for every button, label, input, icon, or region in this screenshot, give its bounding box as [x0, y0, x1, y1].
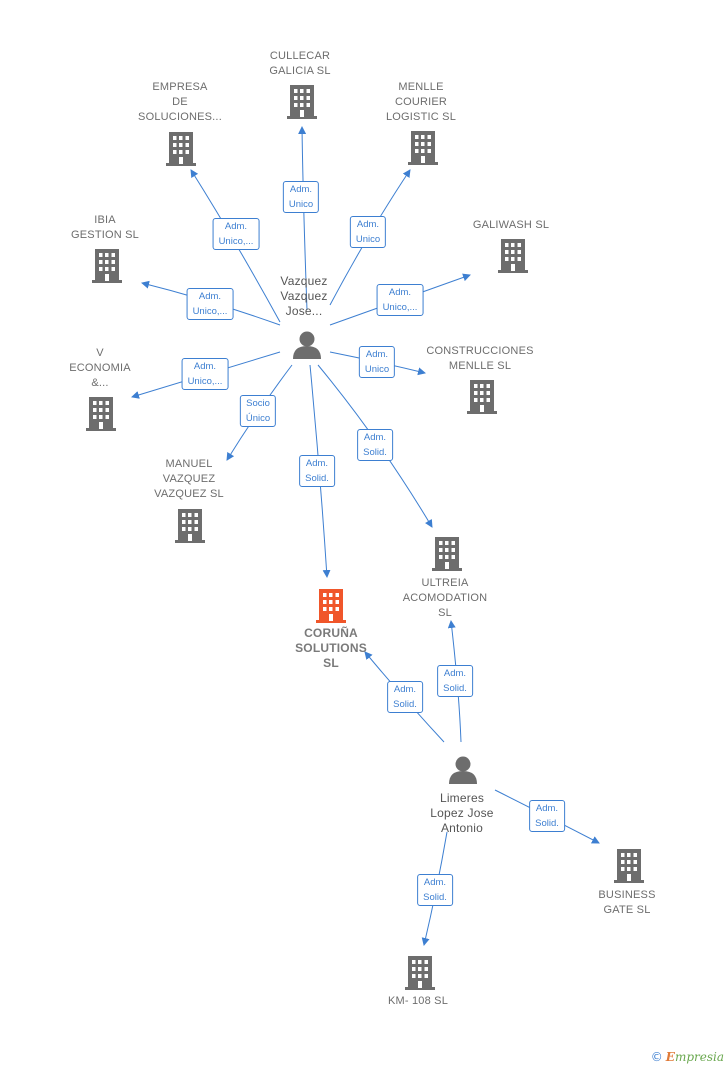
role-label[interactable]: Adm. Solid.: [417, 874, 453, 906]
company-name-label[interactable]: CORUÑA SOLUTIONS SL: [295, 626, 367, 670]
building-icon[interactable]: [166, 132, 196, 166]
role-label[interactable]: Adm. Unico: [282, 181, 320, 213]
role-label[interactable]: Adm. Solid.: [299, 455, 335, 487]
building-icon[interactable]: [467, 380, 497, 414]
building-icon[interactable]: [86, 397, 116, 431]
company-name-label[interactable]: V ECONOMIA &...: [69, 347, 131, 389]
role-label[interactable]: Adm. Unico,...: [376, 284, 424, 316]
building-icon[interactable]: [316, 589, 346, 623]
company-name-label[interactable]: BUSINESS GATE SL: [598, 889, 656, 916]
company-name-label[interactable]: CULLECAR GALICIA SL: [269, 50, 331, 77]
building-icon[interactable]: [498, 239, 528, 273]
building-icon[interactable]: [405, 956, 435, 990]
copyright-icon: ©: [650, 1050, 663, 1064]
role-label[interactable]: Adm. Unico: [349, 216, 387, 248]
building-icon[interactable]: [614, 849, 644, 883]
building-icon[interactable]: [432, 537, 462, 571]
company-name-label[interactable]: GALIWASH SL: [472, 219, 550, 231]
building-icon[interactable]: [408, 131, 438, 165]
person-icon[interactable]: [449, 756, 477, 785]
role-label[interactable]: Socio Único: [239, 395, 277, 427]
company-name-label[interactable]: IBIA GESTION SL: [70, 214, 140, 241]
company-name-label[interactable]: KM- 108 SL: [387, 995, 449, 1007]
building-icon[interactable]: [175, 509, 205, 543]
empresia-logo: ©Empresia: [650, 1050, 724, 1064]
role-label[interactable]: Adm. Unico,...: [186, 288, 234, 320]
role-label[interactable]: Adm. Unico: [358, 346, 396, 378]
role-label[interactable]: Adm. Unico,...: [181, 358, 229, 390]
building-icon[interactable]: [287, 85, 317, 119]
role-label[interactable]: Adm. Solid.: [357, 429, 393, 461]
person-icon[interactable]: [293, 331, 321, 360]
role-label[interactable]: Adm. Solid.: [437, 665, 473, 697]
role-label[interactable]: Adm. Unico,...: [212, 218, 260, 250]
company-name-label[interactable]: ULTREIA ACOMODATION SL: [402, 577, 488, 619]
company-name-label[interactable]: MENLLE COURIER LOGISTIC SL: [385, 81, 457, 123]
role-label[interactable]: Adm. Solid.: [529, 800, 565, 832]
person-name-label[interactable]: Vazquez Vazquez Jose...: [280, 274, 328, 318]
person-name-label[interactable]: Limeres Lopez Jose Antonio: [430, 791, 494, 835]
building-icon[interactable]: [92, 249, 122, 283]
role-label[interactable]: Adm. Solid.: [387, 681, 423, 713]
company-name-label[interactable]: EMPRESA DE SOLUCIONES...: [138, 81, 222, 123]
company-name-label[interactable]: MANUEL VAZQUEZ VAZQUEZ SL: [154, 458, 224, 500]
company-name-label[interactable]: CONSTRUCCIONES MENLLE SL: [426, 345, 534, 372]
